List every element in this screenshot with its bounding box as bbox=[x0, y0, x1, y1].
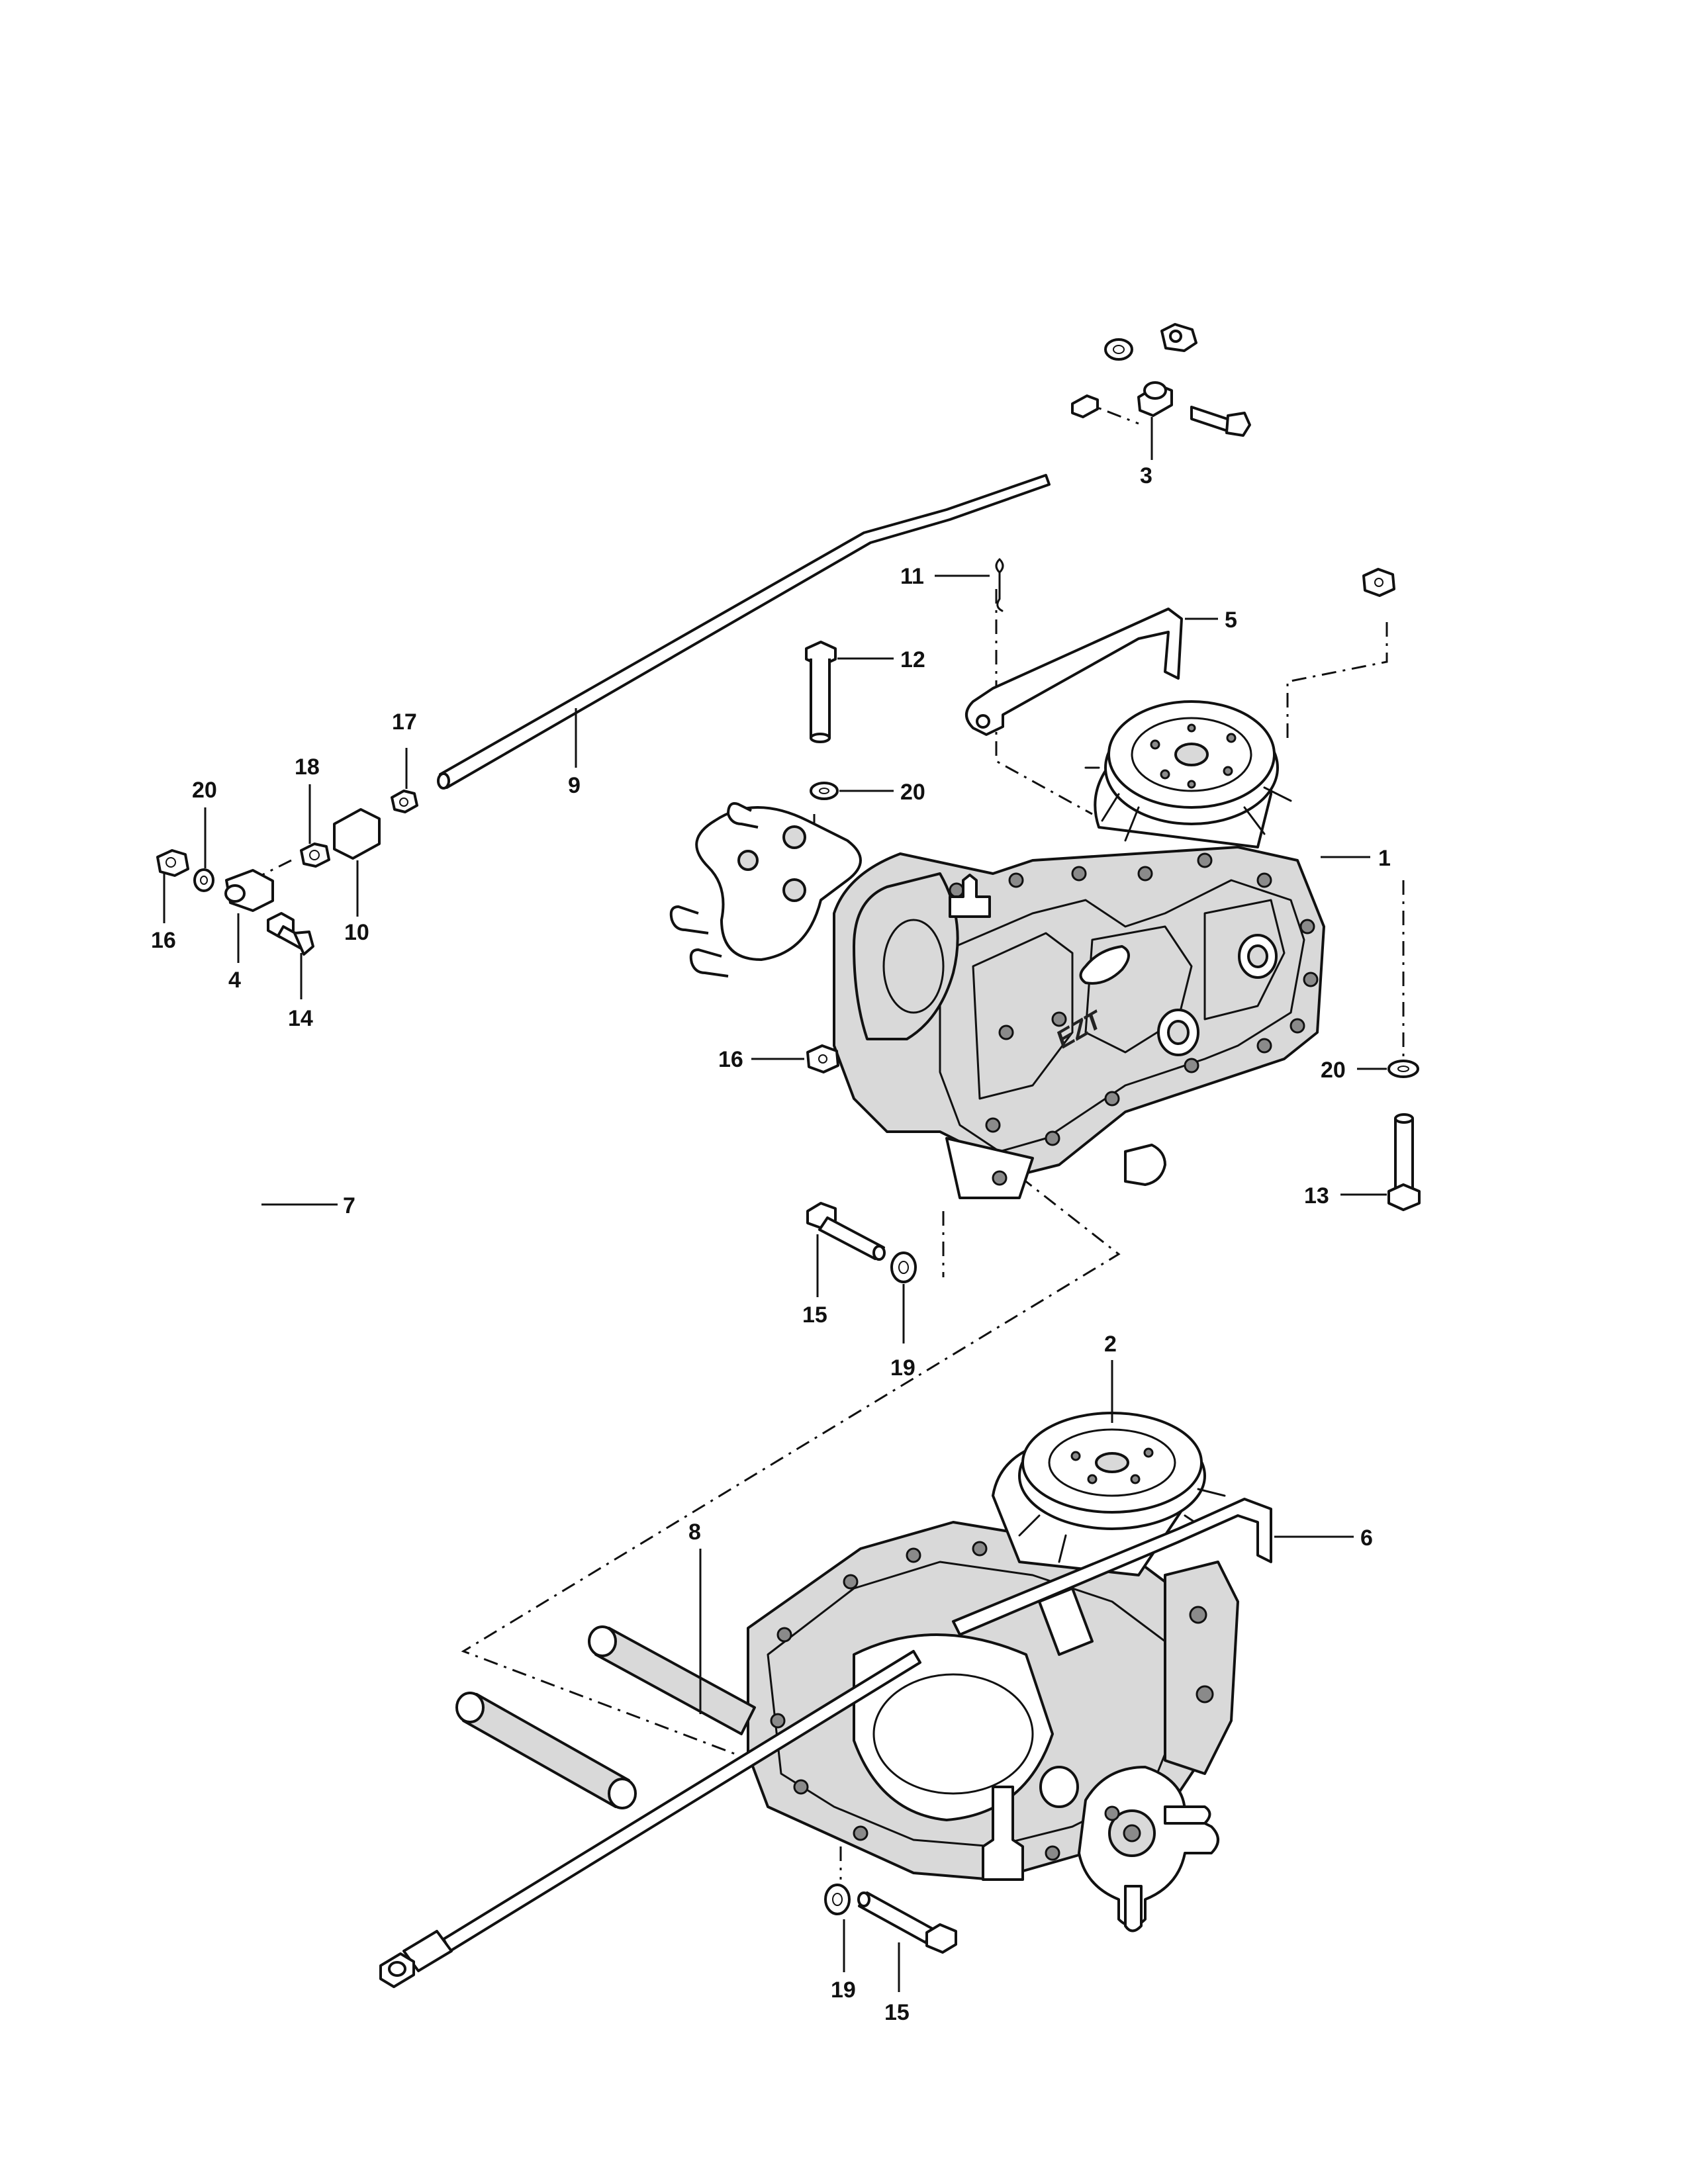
callout-18: 18 bbox=[295, 754, 320, 780]
part-2-lower-transaxle: 2 bbox=[747, 1332, 1239, 1933]
callout-7: 7 bbox=[343, 1193, 355, 1218]
callout-16-left: 16 bbox=[151, 928, 176, 953]
callout-15-center: 15 bbox=[802, 1302, 827, 1328]
center-mount-hardware: 15 19 bbox=[802, 1202, 917, 1381]
callout-17: 17 bbox=[392, 709, 417, 735]
part-1-upper-transaxle: EZT 1 bbox=[669, 700, 1391, 1199]
right-mount-hardware: 20 13 bbox=[1304, 1058, 1421, 1211]
part-9-control-rod: 9 bbox=[437, 474, 1051, 798]
part-8-spacer-tubes: 8 bbox=[455, 1520, 756, 1809]
callout-6: 6 bbox=[1360, 1525, 1373, 1551]
callout-13: 13 bbox=[1304, 1183, 1329, 1208]
callout-20-left: 20 bbox=[192, 778, 217, 803]
part-16-center-nut: 16 bbox=[718, 1044, 839, 1073]
callout-3: 3 bbox=[1140, 463, 1152, 488]
callout-20-center: 20 bbox=[900, 780, 925, 805]
upper-transaxle-hardware: 11 5 12 20 bbox=[805, 558, 1395, 805]
callout-20-right: 20 bbox=[1321, 1058, 1346, 1083]
callout-10: 10 bbox=[344, 920, 369, 945]
callout-16-center: 16 bbox=[718, 1047, 743, 1072]
callout-8: 8 bbox=[688, 1520, 701, 1545]
part-3-ball-joint-hardware: 3 bbox=[1071, 323, 1251, 488]
callout-14: 14 bbox=[288, 1006, 313, 1031]
lower-control-rod bbox=[379, 1650, 921, 1988]
callout-19-lower: 19 bbox=[831, 1978, 856, 2003]
callout-5: 5 bbox=[1225, 608, 1237, 633]
callout-11: 11 bbox=[900, 564, 924, 589]
callout-9: 9 bbox=[568, 773, 581, 798]
part-7-drive-belt: 7 bbox=[234, 1094, 724, 1405]
part-6-lower-bracket: 6 bbox=[952, 1498, 1373, 1656]
lower-housing-bolts bbox=[770, 1541, 1120, 1861]
lower-mount-hardware: 19 15 bbox=[824, 1884, 957, 2025]
housing-bolts bbox=[949, 852, 1319, 1146]
callout-19-center: 19 bbox=[890, 1355, 915, 1381]
callout-15-lower: 15 bbox=[884, 2000, 910, 2025]
callout-12: 12 bbox=[900, 647, 925, 672]
callout-2: 2 bbox=[1104, 1332, 1117, 1357]
left-rod-end-hardware: 17 10 18 4 14 20 16 bbox=[151, 709, 418, 1031]
callout-4: 4 bbox=[228, 968, 241, 993]
callout-1: 1 bbox=[1378, 846, 1391, 871]
